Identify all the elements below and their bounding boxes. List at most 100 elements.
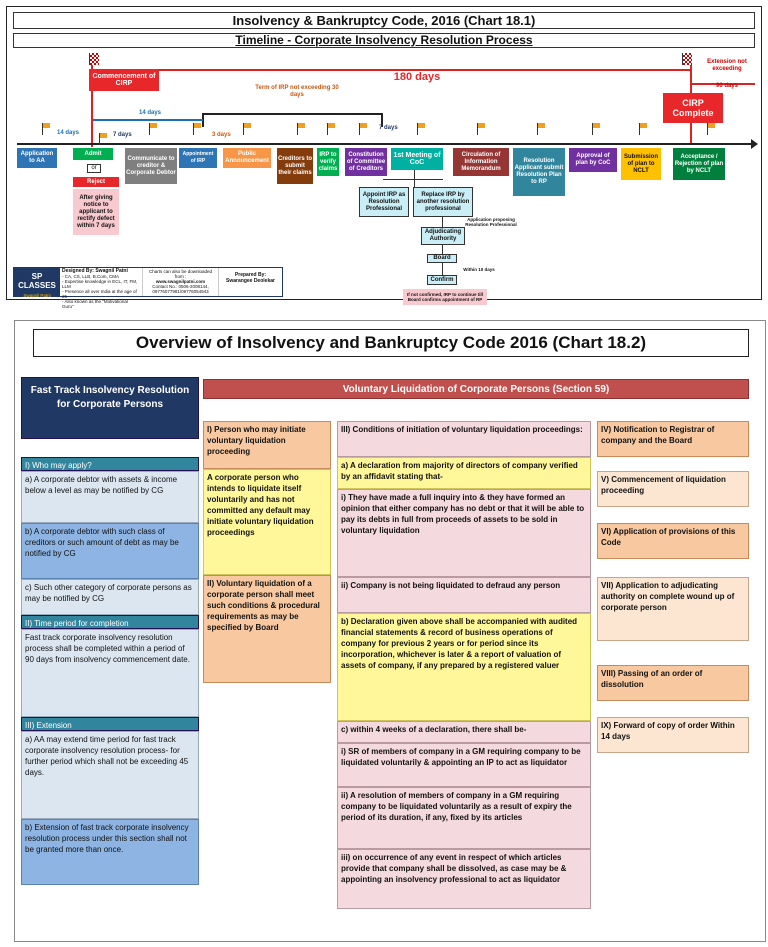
who-apply-head: I) Who may apply? (21, 457, 199, 471)
days-14a-line (93, 119, 203, 121)
chart-18-2: Overview of Insolvency and Bankruptcy Co… (14, 320, 766, 942)
step-reject-note: After giving notice to applicant to rect… (73, 189, 119, 235)
step-board: Board (427, 254, 457, 263)
end-flag-icon (682, 53, 692, 65)
step-replace: Replace IRP by another resolution profes… (413, 187, 473, 217)
flag-icon (707, 123, 715, 135)
step-appoint-irp: Appointment of IRP (179, 148, 217, 168)
charts-download: Charts can also be downloaded from : (148, 269, 213, 279)
flag-icon (477, 123, 485, 135)
time-period-text: Fast track corporate insolvency resoluti… (21, 629, 199, 717)
flag-icon (193, 123, 201, 135)
days-7b-label: 7 days (379, 125, 398, 131)
flag-icon (42, 123, 50, 135)
preparer-name: Swarangee Deolekar (226, 278, 275, 284)
step-verify: IRP to verify claims (317, 148, 339, 176)
col2-c: c) within 4 weeks of a declaration, ther… (337, 721, 591, 743)
extension-line (691, 83, 755, 85)
connector-line (442, 217, 443, 227)
chart1-title: Insolvency & Bankruptcy Code, 2016 (Char… (13, 12, 755, 29)
timeline-arrow-icon (751, 139, 758, 149)
term-irp-label: Term of IRP not exceeding 30 days (255, 85, 339, 98)
flag-icon (243, 123, 251, 135)
col2-head: III) Conditions of initiation of volunta… (337, 421, 591, 457)
term-irp-bracket (202, 113, 382, 115)
connector-line (414, 170, 415, 187)
col2-a: a) A declaration from majority of direct… (337, 457, 591, 489)
col1-conditions: II) Voluntary liquidation of a corporate… (203, 575, 331, 683)
col2-i: i) They have made a full inquiry into & … (337, 489, 591, 577)
flag-icon (359, 123, 367, 135)
col2-c-ii: ii) A resolution of members of company i… (337, 787, 591, 849)
col3-iv: IV) Notification to Registrar of company… (597, 421, 749, 457)
step-first-meeting: 1st Meeting of CoC (391, 148, 443, 170)
logo-text: SP CLASSES (18, 272, 56, 290)
step-or: or (87, 164, 101, 173)
step-submission: Submission of plan to NCLT (621, 148, 661, 180)
flag-icon (537, 123, 545, 135)
flag-icon (99, 133, 107, 145)
credential: - Also known as the "Motivational Guru" (62, 299, 128, 309)
col2-ii: ii) Company is not being liquidated to d… (337, 577, 591, 613)
step-not-confirmed: If not confirmed, IRP to continue till B… (403, 289, 487, 305)
extension-b: b) Extension of fast track corporate ins… (21, 819, 199, 885)
contact-info: Contact No.: 0506-2008144, 09776077981/0… (152, 284, 209, 294)
credential: - Expertise knowledge in ECL, IT, FM, LL… (62, 279, 138, 289)
connector-line (442, 263, 443, 275)
fast-track-title: Fast Track Insolvency Resolution for Cor… (21, 377, 199, 439)
col2-c-i: i) SR of members of company in a GM requ… (337, 743, 591, 787)
step-admit: Admit (73, 148, 113, 160)
col3-vi: VI) Application of provisions of this Co… (597, 523, 749, 559)
prepared-by: Prepared By: (234, 272, 267, 278)
flag-icon (417, 123, 425, 135)
flag-icon (297, 123, 305, 135)
website-link[interactable]: www.swagnilpatni.com (155, 279, 206, 284)
logo-sub: Swagnil Patni (23, 293, 51, 298)
col2-b: b) Declaration given above shall be acco… (337, 613, 591, 721)
step-acceptance: Acceptance / Rejection of plan by NCLT (673, 148, 725, 180)
main-timeline (17, 143, 755, 145)
col3-v: V) Commencement of liquidation proceedin… (597, 471, 749, 507)
who-b: b) A corporate debtor with such class of… (21, 523, 199, 579)
chart1-subtitle: Timeline - Corporate Insolvency Resoluti… (13, 33, 755, 48)
within-10-label: Within 10 days (463, 267, 495, 272)
start-marker-line (91, 65, 93, 147)
who-a: a) A corporate debtor with assets & inco… (21, 471, 199, 523)
flag-icon (639, 123, 647, 135)
col3-ix: IX) Forward of copy of order Within 14 d… (597, 717, 749, 753)
step-circulation: Circulation of Information Memorandum (453, 148, 509, 176)
flag-icon (327, 123, 335, 135)
prepared-block: Prepared By: Swarangee Deolekar (218, 268, 282, 296)
commencement-cirp: Commencement of CIRP (89, 69, 159, 91)
col3-vii: VII) Application to adjudicating authori… (597, 577, 749, 641)
credential: - Presence all over India at the age of … (62, 289, 137, 299)
step-appoint-rp: Appoint IRP as Resolution Professional (359, 187, 409, 217)
chart-18-1: Insolvency & Bankruptcy Code, 2016 (Char… (6, 6, 762, 310)
download-block: Charts can also be downloaded from : www… (142, 268, 218, 296)
step-application: Application to AA (17, 148, 57, 168)
step-constitution: Constitution of Committee of Creditors (345, 148, 387, 176)
extension-head: III) Extension (21, 717, 199, 731)
extension-label: Extension not exceeding (707, 59, 747, 72)
chart2-title: Overview of Insolvency and Bankruptcy Co… (33, 329, 749, 357)
step-creditors: Creditors to submit their claims (277, 148, 313, 184)
voluntary-liquidation-title: Voluntary Liquidation of Corporate Perso… (203, 379, 749, 399)
step-communicate: Communicate to creditor & Corporate Debt… (125, 148, 177, 184)
start-flag-icon (89, 53, 99, 65)
step-approval: Approval of plan by CoC (569, 148, 617, 172)
days-3-label: 3 days (212, 132, 231, 138)
chart1-footer: SP CLASSES Swagnil Patni Designed By: Sw… (13, 267, 283, 310)
days-14b-label: 14 days (57, 130, 80, 136)
term-irp-bracket-right (381, 113, 383, 127)
app-note: Application proposing Resolution Profess… (465, 217, 517, 227)
step-adjudicating: Adjudicating Authority (421, 227, 465, 245)
step-reject: Reject (73, 177, 119, 187)
connector-line (442, 245, 443, 254)
col1-person-text: A corporate person who intends to liquid… (203, 469, 331, 575)
connector-line (383, 179, 443, 180)
designer-block: Designed By: Swagnil Patni - CA, CS, LLB… (60, 268, 142, 310)
extension-days-label: 90 days (715, 83, 739, 89)
sp-classes-logo: SP CLASSES Swagnil Patni (14, 268, 60, 298)
flag-icon (149, 123, 157, 135)
col1-person-head: I) Person who may initiate voluntary liq… (203, 421, 331, 469)
